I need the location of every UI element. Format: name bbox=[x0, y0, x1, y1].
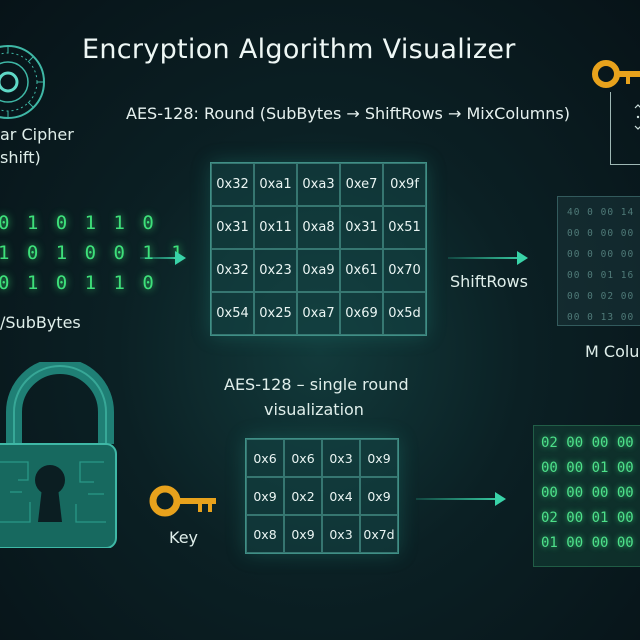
shiftrows-label: ShiftRows bbox=[450, 272, 528, 291]
key-cell: 0x7d bbox=[360, 515, 398, 553]
binary-row-2: 1 0 1 0 0 1 1 bbox=[0, 242, 186, 264]
state-cell: 0x5d bbox=[383, 292, 426, 335]
page-title: Encryption Algorithm Visualizer bbox=[82, 34, 516, 65]
output-row: 00 00 00 00 bbox=[541, 485, 634, 501]
state-cell: 0xa1 bbox=[254, 163, 297, 206]
arrow-to-output bbox=[416, 492, 506, 506]
key-matrix: 0x6 0x6 0x3 0x9 0x9 0x2 0x4 0x9 0x8 0x9 … bbox=[245, 438, 399, 554]
state-cell: 0x23 bbox=[254, 249, 297, 292]
info-panel bbox=[610, 92, 640, 165]
state-matrix: 0x32 0xa1 0xa3 0xe7 0x9f 0x31 0x11 0xa8 … bbox=[210, 162, 427, 336]
key-cell: 0x3 bbox=[322, 515, 360, 553]
key-cell: 0x4 bbox=[322, 477, 360, 515]
padlock-icon bbox=[0, 358, 122, 552]
arrow-to-state bbox=[140, 251, 186, 265]
output-row: 02 00 00 00 bbox=[541, 435, 634, 451]
output-row: 00 00 01 00 bbox=[541, 460, 634, 476]
state-cell: 0x70 bbox=[383, 249, 426, 292]
state-cell: 0x51 bbox=[383, 206, 426, 249]
top-key-icon bbox=[592, 56, 640, 100]
state-cell: 0xe7 bbox=[340, 163, 383, 206]
state-cell: 0x31 bbox=[340, 206, 383, 249]
state-cell: 0x11 bbox=[254, 206, 297, 249]
key-cell: 0x6 bbox=[246, 439, 284, 477]
round-caption-line2: visualization bbox=[264, 400, 364, 419]
mix-row: 00 0 00 00 bbox=[567, 249, 635, 260]
key-cell: 0x9 bbox=[360, 477, 398, 515]
sort-icon bbox=[634, 104, 640, 130]
state-cell: 0xa8 bbox=[297, 206, 340, 249]
key-cell: 0x9 bbox=[246, 477, 284, 515]
key-cell: 0x2 bbox=[284, 477, 322, 515]
round-subtitle: AES-128: Round (SubBytes → ShiftRows → M… bbox=[126, 104, 571, 123]
state-cell: 0x9f bbox=[383, 163, 426, 206]
cipher-label-line2: shift) bbox=[0, 148, 41, 167]
output-row: 01 00 00 00 bbox=[541, 535, 634, 551]
mix-row: 00 0 13 00 bbox=[567, 312, 635, 323]
mix-row: 00 0 02 00 bbox=[567, 291, 635, 302]
key-cell: 0x9 bbox=[284, 515, 322, 553]
state-cell: 0xa3 bbox=[297, 163, 340, 206]
key-cell: 0x3 bbox=[322, 439, 360, 477]
cipher-label-line1: ar Cipher bbox=[0, 125, 74, 144]
binary-row-3: 0 1 0 1 1 0 bbox=[0, 272, 157, 294]
mix-row: 00 0 01 16 bbox=[567, 270, 635, 281]
state-cell: 0x61 bbox=[340, 249, 383, 292]
mix-row: 40 0 00 14 bbox=[567, 207, 635, 218]
key-cell: 0x8 bbox=[246, 515, 284, 553]
key-label: Key bbox=[169, 528, 199, 547]
state-cell: 0x31 bbox=[211, 206, 254, 249]
mix-row: 00 0 00 00 bbox=[567, 228, 635, 239]
key-cell: 0x9 bbox=[360, 439, 398, 477]
binary-row-1: 0 1 0 1 1 0 bbox=[0, 212, 157, 234]
output-row: 02 00 01 00 bbox=[541, 510, 634, 526]
state-cell: 0x69 bbox=[340, 292, 383, 335]
state-cell: 0x32 bbox=[211, 163, 254, 206]
state-cell: 0xa7 bbox=[297, 292, 340, 335]
state-cell: 0x54 bbox=[211, 292, 254, 335]
cipher-wheel-icon bbox=[0, 42, 48, 126]
output-panel: 02 00 00 00 00 00 01 00 00 00 00 00 02 0… bbox=[533, 425, 640, 567]
key-icon bbox=[148, 484, 220, 524]
state-cell: 0x25 bbox=[254, 292, 297, 335]
subbytes-label: /SubBytes bbox=[0, 313, 81, 332]
state-cell: 0xa9 bbox=[297, 249, 340, 292]
state-cell: 0x32 bbox=[211, 249, 254, 292]
mixcolumns-panel: 40 0 00 14 00 0 00 00 00 0 00 00 00 0 01… bbox=[557, 196, 640, 326]
round-caption-line1: AES-128 – single round bbox=[224, 375, 409, 394]
arrow-shiftrows bbox=[448, 251, 528, 265]
mixcolumns-label: M Colu bbox=[585, 342, 640, 361]
key-cell: 0x6 bbox=[284, 439, 322, 477]
